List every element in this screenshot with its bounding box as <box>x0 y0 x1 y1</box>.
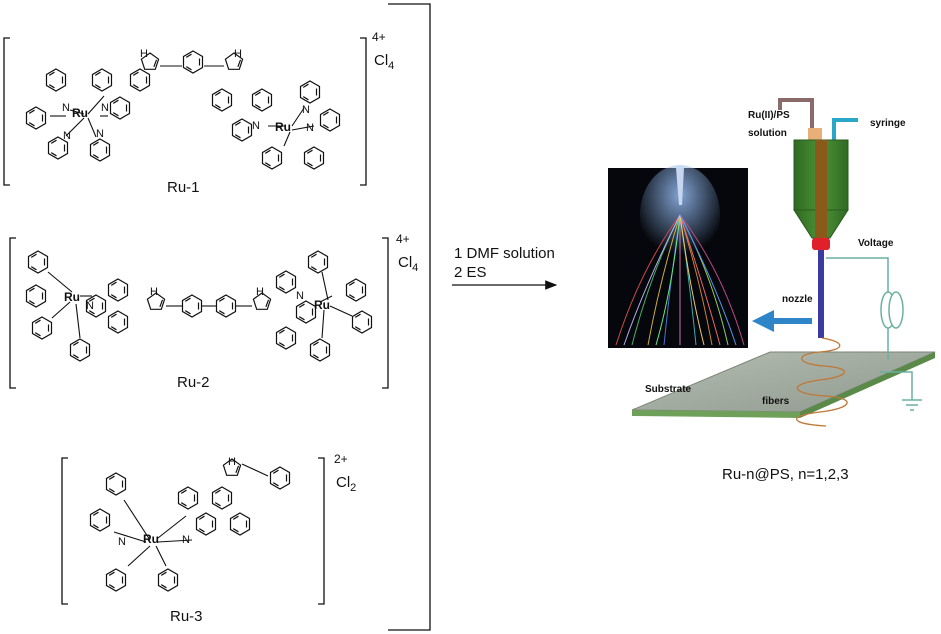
product-caption: Ru-n@PS, n=1,2,3 <box>722 466 849 483</box>
atom-nh: H <box>256 286 264 298</box>
label-nozzle: nozzle <box>782 294 813 305</box>
label-syringe: syringe <box>870 118 906 129</box>
label-fibers: fibers <box>762 396 790 407</box>
atom-n: N <box>86 300 94 312</box>
compound-name: Ru-2 <box>177 374 210 391</box>
atom-n: N <box>296 290 304 302</box>
voltage-source-icon <box>880 291 904 329</box>
reaction-step-2: 2 ES <box>454 264 487 281</box>
charge: 2+ <box>334 452 348 466</box>
structure-ru3 <box>89 458 291 592</box>
bracket-ru2 <box>9 237 389 389</box>
counter-ion: Cl2 <box>336 474 357 494</box>
electrospray-photo <box>608 165 748 348</box>
charge: 4+ <box>372 30 386 44</box>
atom-ru: Ru <box>72 106 88 120</box>
atom-ru: Ru <box>314 298 330 312</box>
reaction-conditions: 1 DMF solution 2 ES <box>454 244 555 282</box>
label-substrate: Substrate <box>645 384 692 395</box>
atom-n: N <box>306 122 314 134</box>
bracket-ru3 <box>61 457 325 605</box>
atom-n: N <box>252 120 260 132</box>
charge: 4+ <box>396 232 410 246</box>
fiber-coil <box>796 337 848 427</box>
atom-ru: Ru <box>275 120 291 134</box>
atom-n: N <box>62 102 70 114</box>
atom-n: N <box>302 104 310 116</box>
arrow-left-icon <box>752 310 812 332</box>
compound-name: Ru-1 <box>167 179 200 196</box>
atom-nh: H <box>234 48 242 60</box>
reaction-step-1: 1 DMF solution <box>454 245 555 262</box>
label-solution: Ru(II)/PS <box>748 110 790 121</box>
atom-n: N <box>182 534 190 546</box>
atom-n: N <box>118 536 126 548</box>
counter-ion: Cl4 <box>374 52 395 72</box>
syringe <box>778 98 858 338</box>
compound-name: Ru-3 <box>170 608 203 625</box>
counter-ion: Cl4 <box>398 254 419 274</box>
bracket-ru1 <box>3 37 367 186</box>
atom-nh: H <box>228 456 236 468</box>
ground-icon <box>902 399 922 411</box>
atom-n: N <box>96 128 104 140</box>
atom-nh: H <box>140 48 148 60</box>
structure-ru2 <box>25 250 373 362</box>
atom-ru: Ru <box>64 290 80 304</box>
atom-nh: H <box>150 286 158 298</box>
atom-n: N <box>63 130 71 142</box>
atom-n: N <box>101 102 109 114</box>
label-voltage: Voltage <box>858 238 894 249</box>
atom-ru: Ru <box>143 532 159 546</box>
group-bracket <box>388 3 431 631</box>
substrate-plate <box>631 351 936 418</box>
structure-ru1 <box>25 50 341 170</box>
label-solution-2: solution <box>748 128 787 139</box>
